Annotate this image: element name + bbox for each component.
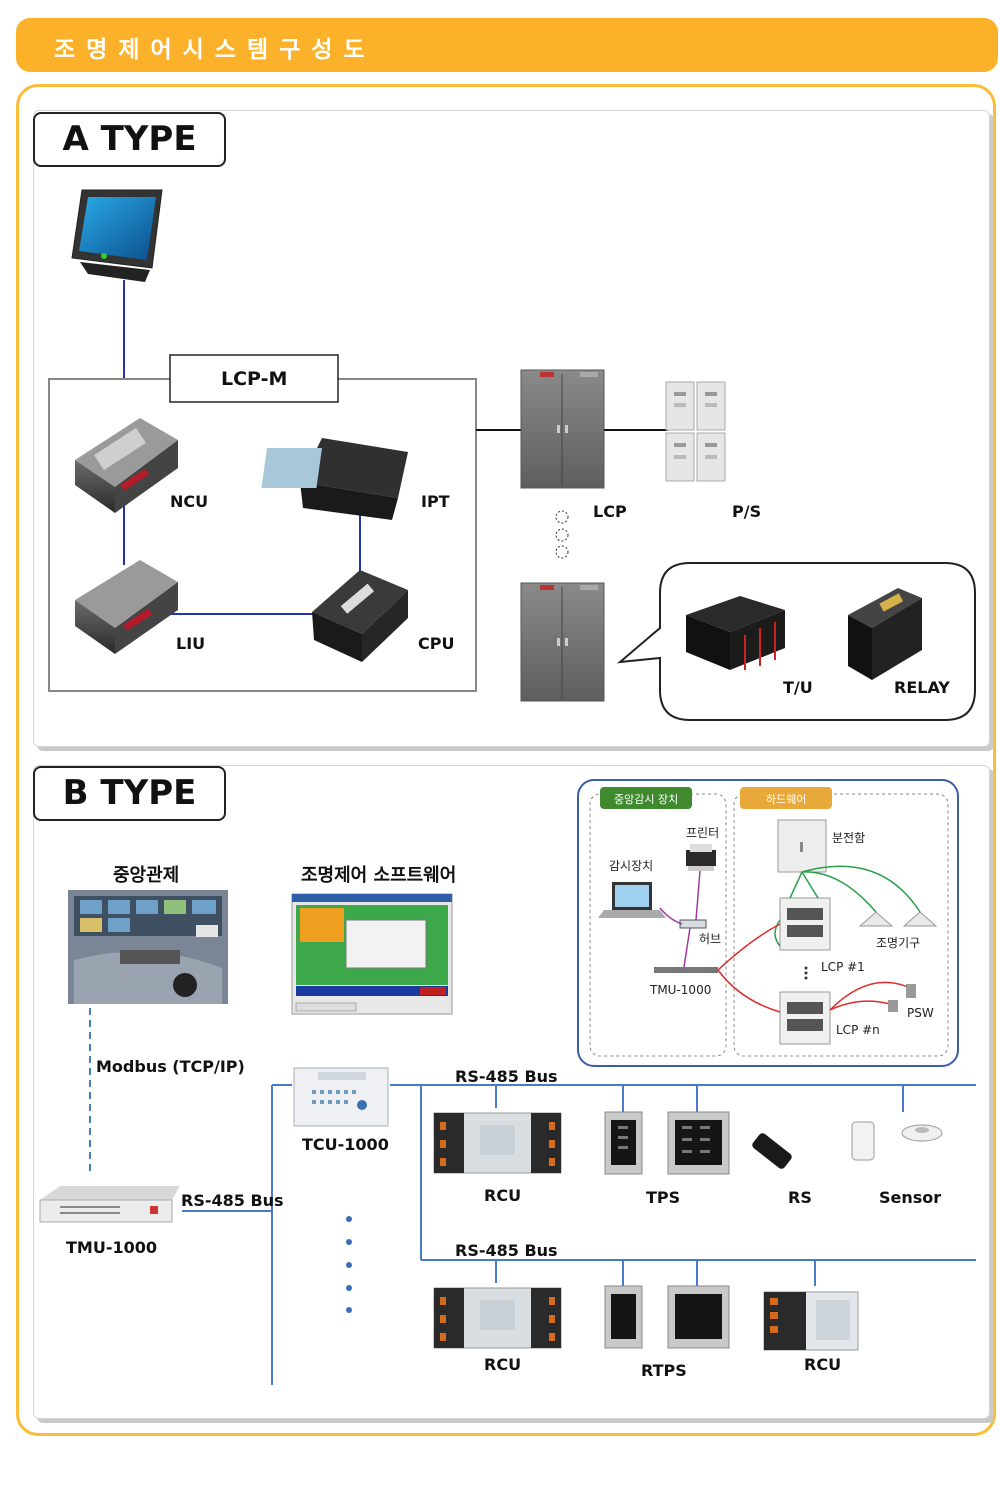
tab-central-label: 중앙감시 장치	[614, 793, 679, 806]
lcp-cabinet-2-icon	[520, 582, 605, 702]
psw-label: PSW	[907, 1006, 934, 1020]
luminaire-label: 조명기구	[876, 936, 921, 950]
software-screenshot	[291, 893, 453, 1015]
rtps-panel-icon	[604, 1285, 730, 1349]
relay-device-icon	[848, 588, 922, 680]
rcu-3-label: RCU	[804, 1355, 842, 1374]
cpu-device-icon	[312, 570, 408, 662]
inset-purple-links	[659, 870, 701, 968]
liu-label: LIU	[176, 634, 206, 653]
ncu-device-icon	[75, 418, 178, 513]
laptop-icon	[598, 882, 666, 918]
rtps-label: RTPS	[641, 1361, 687, 1380]
tu-device-icon	[686, 596, 785, 670]
control-room-photo	[68, 890, 228, 1004]
tcu-1000-device-icon	[293, 1067, 389, 1127]
software-label: 조명제어 소프트웨어	[301, 865, 457, 886]
liu-device-icon	[75, 560, 178, 654]
ipt-device-icon	[261, 438, 408, 520]
tu-label: T/U	[783, 678, 813, 697]
modbus-label: Modbus (TCP/IP)	[96, 1057, 245, 1076]
monitor-icon	[71, 189, 163, 282]
rs485-bus-lines	[182, 1084, 976, 1385]
page-title: 조명제어시스템구성도	[54, 37, 376, 63]
b-type-title: B TYPE	[33, 766, 226, 821]
rs-label: RS	[788, 1188, 812, 1207]
panelboard-icon	[777, 819, 827, 873]
inset-hardware-zone	[733, 793, 949, 1057]
relay-label: RELAY	[894, 678, 950, 697]
cpu-label: CPU	[418, 634, 455, 653]
inset-tmu-icon	[654, 967, 718, 973]
luminaire-icon	[858, 911, 938, 927]
hub-label: 허브	[699, 932, 722, 946]
tps-panel-icon	[604, 1111, 730, 1175]
sensor-icon	[851, 1121, 943, 1161]
ellipsis-dots-icon	[555, 510, 569, 559]
rs485-mid-label: RS-485 Bus	[455, 1241, 558, 1260]
inset-frame	[577, 779, 959, 1067]
tmu-1000-label: TMU-1000	[66, 1238, 157, 1257]
tab-central-bg	[600, 787, 692, 809]
vertical-ellipsis-dots	[346, 1216, 352, 1313]
monitor-device-label: 감시장치	[609, 859, 654, 873]
lcp-label: LCP	[593, 502, 627, 521]
psw-switch-icon	[888, 1000, 898, 1012]
tmu-1000-device-icon	[39, 1186, 180, 1223]
a-type-title: A TYPE	[33, 112, 226, 167]
ps-switch-panels-icon	[665, 381, 726, 482]
lcp-cabinet-icon	[520, 369, 605, 489]
inset-central-zone	[589, 793, 727, 1057]
central-control-label: 중앙관제	[113, 865, 180, 886]
sensor-label: Sensor	[879, 1188, 942, 1207]
lcp1-label: LCP #1	[821, 960, 865, 974]
inset-tmu-label: TMU-1000	[650, 983, 712, 997]
inset-lcpn-icon	[779, 991, 831, 1045]
rcu-2-device-icon	[433, 1287, 562, 1349]
hub-icon	[679, 919, 707, 929]
lcpn-label: LCP #n	[836, 1023, 880, 1037]
ps-label: P/S	[732, 502, 762, 521]
tab-hardware-bg	[740, 787, 832, 809]
inset-lcp1-icon	[779, 897, 831, 951]
remote-control-icon	[752, 1133, 792, 1169]
rs485-left-label: RS-485 Bus	[181, 1191, 284, 1210]
inset-green-links	[774, 865, 921, 947]
inset-red-links	[717, 923, 911, 1013]
tcu-1000-label: TCU-1000	[302, 1135, 389, 1154]
printer-icon	[686, 844, 716, 871]
rs485-top-label: RS-485 Bus	[455, 1067, 558, 1086]
rcu-3-device-icon	[763, 1291, 859, 1351]
psw-switch-2-icon	[906, 984, 916, 998]
ncu-label: NCU	[170, 492, 209, 511]
lcp-m-label: LCP-M	[221, 368, 288, 390]
panelboard-label: 분전함	[832, 831, 866, 845]
rcu-1-device-icon	[433, 1112, 562, 1174]
inset-ellipsis-dots	[804, 966, 808, 980]
rcu-1-label: RCU	[484, 1186, 522, 1205]
ipt-label: IPT	[421, 492, 450, 511]
tps-label: TPS	[646, 1188, 681, 1207]
lcp-m-label-box	[169, 354, 339, 403]
outer-frame	[16, 84, 996, 1436]
rcu-2-label: RCU	[484, 1355, 522, 1374]
printer-label: 프린터	[686, 826, 720, 840]
header-bar	[16, 18, 998, 72]
tab-hardware-label: 하드웨어	[766, 793, 807, 806]
